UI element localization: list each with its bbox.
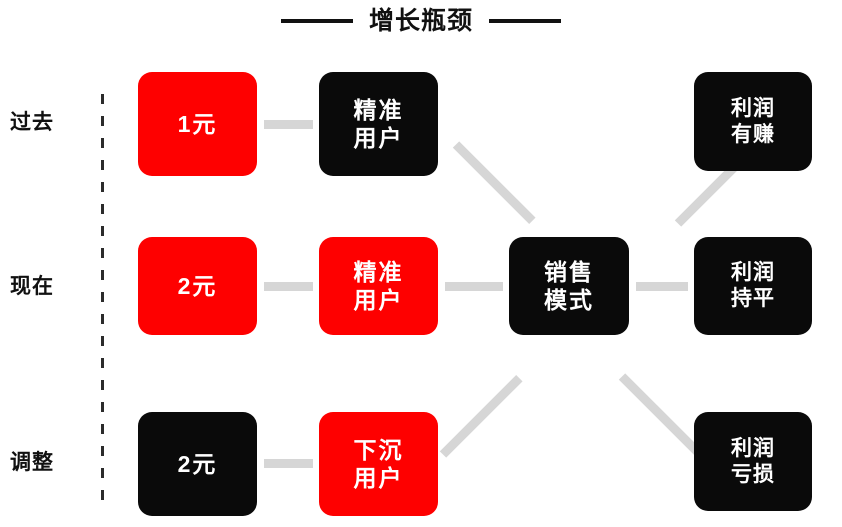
- node-center-sales-model[interactable]: 销售 模式: [509, 237, 629, 335]
- node-row2-price[interactable]: 2元: [138, 237, 257, 335]
- connector-row1-price-to-segment: [264, 120, 313, 129]
- title-text: 增长瓶颈: [368, 6, 473, 35]
- title-rule-right-icon: [489, 19, 561, 23]
- connector-row3-price-to-segment: [264, 459, 313, 468]
- title-rule-left-icon: [280, 19, 353, 23]
- dashed-divider: [101, 94, 104, 512]
- node-row2-segment[interactable]: 精准 用户: [319, 237, 438, 335]
- connector-diagonal-upper-left: [452, 141, 536, 225]
- node-row3-price[interactable]: 2元: [138, 412, 257, 516]
- row-label-past: 过去: [10, 111, 54, 134]
- connector-row2-segment-to-center: [445, 282, 503, 291]
- connector-row2-center-to-outcome: [636, 282, 688, 291]
- node-row1-outcome[interactable]: 利润 有赚: [694, 72, 812, 171]
- connector-row2-price-to-segment: [264, 282, 313, 291]
- node-row2-outcome[interactable]: 利润 持平: [694, 237, 812, 335]
- diagram-title: 增长瓶颈: [0, 4, 842, 38]
- node-row3-outcome[interactable]: 利润 亏损: [694, 412, 812, 511]
- row-label-present: 现在: [10, 275, 54, 298]
- node-row1-segment[interactable]: 精准 用户: [319, 72, 438, 176]
- node-row3-segment[interactable]: 下沉 用户: [319, 412, 438, 516]
- node-row1-price[interactable]: 1元: [138, 72, 257, 176]
- connector-diagonal-lower-right: [618, 373, 702, 457]
- row-label-adjust: 调整: [10, 451, 54, 474]
- connector-diagonal-lower-left: [439, 374, 523, 458]
